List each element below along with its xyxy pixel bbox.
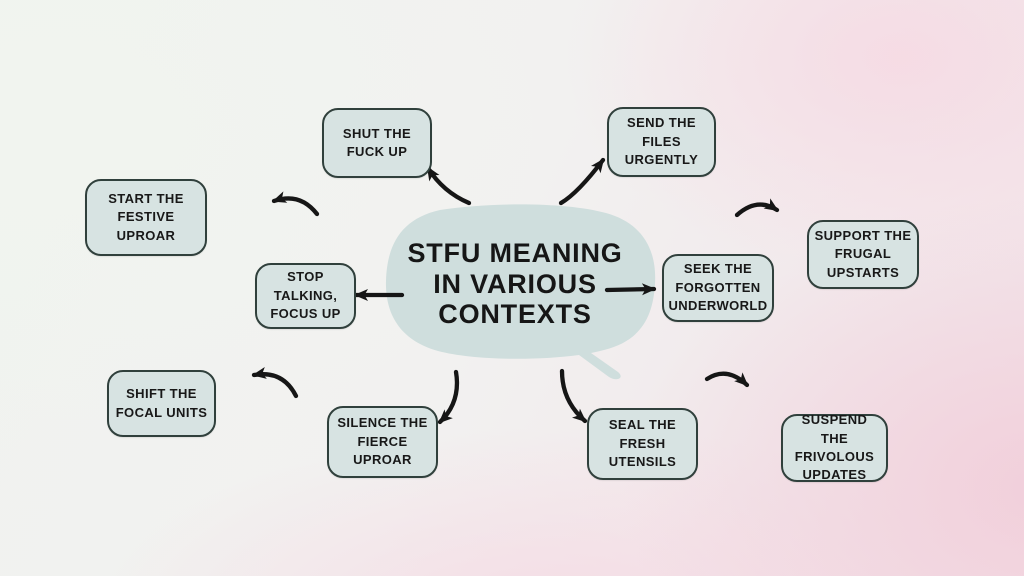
arrow-to-start-the-festive — [271, 191, 320, 217]
arrow-to-seal-the-fresh — [559, 368, 588, 424]
arrow-to-silence-the-fierce — [437, 369, 460, 425]
arrow-to-seek-the-forgotten — [604, 283, 657, 296]
arrow-to-suspend-the-frivolous — [704, 371, 750, 388]
node-seal-the-fresh-utensils: SEAL THE FRESH UTENSILS — [587, 408, 698, 480]
node-silence-the-fierce-uproar: SILENCE THE FIERCE UPROAR — [327, 406, 438, 478]
node-shift-the-focal-units: SHIFT THE FOCAL UNITS — [107, 370, 216, 437]
node-seek-the-forgotten-underworld: SEEK THE FORGOTTEN UNDERWORLD — [662, 254, 774, 322]
arrow-to-shift-the-focal — [251, 367, 299, 399]
arrow-to-send-the-files — [558, 157, 606, 206]
central-topic-label: STFU MEANING IN VARIOUS CONTEXTS — [407, 238, 623, 329]
node-shut-the-fuck-up: SHUT THE FUCK UP — [322, 108, 432, 178]
node-stop-talking-focus-up: STOP TALKING, FOCUS UP — [255, 263, 356, 329]
arrow-to-shut-the-fuck-up — [425, 165, 472, 206]
node-send-the-files-urgently: SEND THE FILES URGENTLY — [607, 107, 716, 177]
node-suspend-the-frivolous-updates: SUSPEND THE FRIVOLOUS UPDATES — [781, 412, 888, 482]
speech-bubble — [385, 204, 656, 380]
node-support-the-frugal-upstarts: SUPPORT THE FRUGAL UPSTARTS — [807, 220, 919, 289]
arrow-to-support-the-frugal — [734, 198, 780, 218]
node-start-the-festive-uproar: START THE FESTIVE UPROAR — [85, 179, 207, 256]
